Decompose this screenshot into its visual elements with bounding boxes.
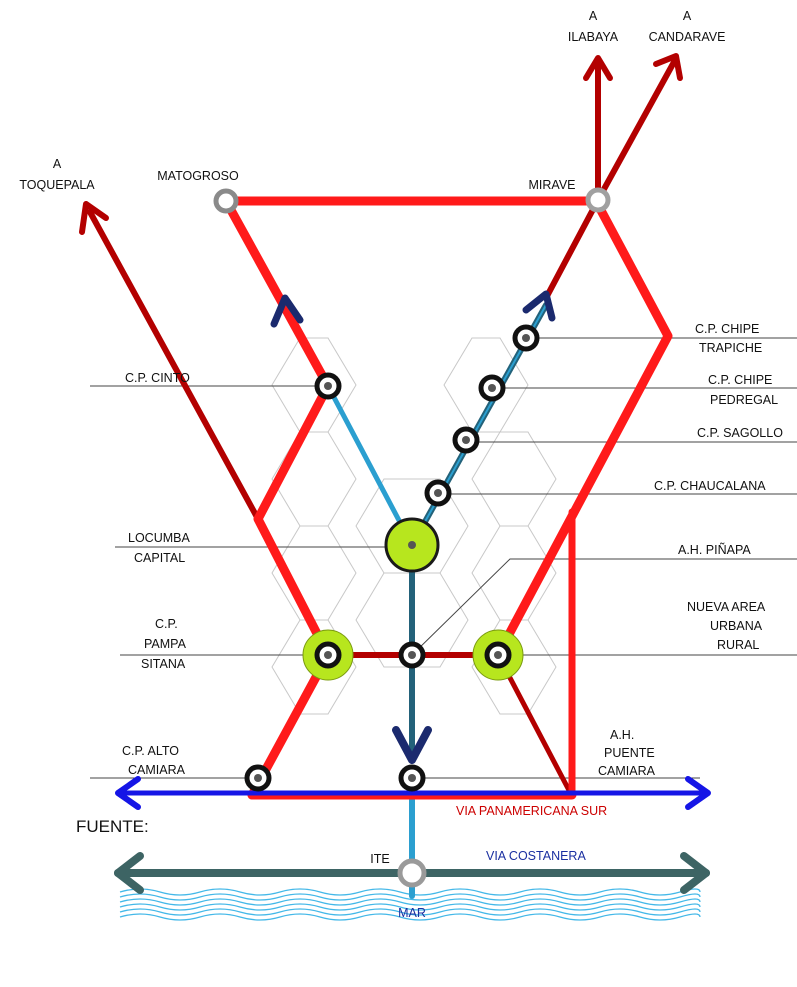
- cp-cinto-label: C.P. CINTO: [125, 371, 190, 385]
- hex-cell: [271, 619, 357, 715]
- cp-alto-camiara-node-icon: [244, 764, 272, 792]
- river-up-arrow-icon: [270, 294, 304, 328]
- hex-grid: [271, 337, 557, 715]
- labels: A ILABAYA A CANDARAVE A TOQUEPALA MATOGR…: [19, 9, 783, 920]
- nodes: [213, 187, 611, 888]
- mirave-node-icon: [585, 187, 611, 213]
- source-label: FUENTE:: [76, 817, 149, 836]
- nueva-area-label-line1: NUEVA AREA: [687, 600, 766, 614]
- cp-chipe-trapiche-label-line2: TRAPICHE: [699, 341, 762, 355]
- cp-chipe-trapiche-label-line1: C.P. CHIPE: [695, 322, 759, 336]
- mirave-label: MIRAVE: [529, 178, 576, 192]
- candarave-arrow-icon: [653, 53, 683, 81]
- cp-pampa-sitana-label-line1: C.P.: [155, 617, 178, 631]
- cp-sagollo-label: C.P. SAGOLLO: [697, 426, 783, 440]
- cp-chipe-pedregal-node-icon: [478, 374, 506, 402]
- ilabaya-label-line2: ILABAYA: [568, 30, 619, 44]
- ah-puente-camiara-label-line2: PUENTE: [604, 746, 655, 760]
- direction-arrows: [79, 53, 683, 764]
- cp-chaucalana-label: C.P. CHAUCALANA: [654, 479, 766, 493]
- sea-label: MAR: [398, 906, 426, 920]
- river-cinto-branch: [325, 383, 415, 548]
- cp-sagollo-node-icon: [452, 426, 480, 454]
- panamericana-arrow-left-icon: [115, 776, 141, 810]
- road-matogroso-loop: [221, 196, 673, 660]
- ite-label: ITE: [370, 852, 389, 866]
- road-mirave-upper: [543, 197, 601, 301]
- cp-alto-camiara-label-line2: CAMIARA: [128, 763, 186, 777]
- cp-chipe-pedregal-label-line1: C.P. CHIPE: [708, 373, 772, 387]
- panamericana-arrow-right-icon: [685, 776, 711, 810]
- ite-node-icon: [397, 858, 427, 888]
- nueva-area-node-icon: [484, 641, 512, 669]
- sea-waves: [119, 888, 701, 921]
- road-to-toquepala: [87, 209, 261, 522]
- via-panamericana-label: VIA PANAMERICANA SUR: [456, 804, 607, 818]
- cp-alto-camiara-label-line1: C.P. ALTO: [122, 744, 179, 758]
- leader-lines: [90, 337, 797, 779]
- toquepala-label-line2: TOQUEPALA: [19, 178, 95, 192]
- road-to-candarave: [595, 59, 677, 203]
- ilabaya-label-line1: A: [589, 9, 598, 23]
- matogroso-node-icon: [213, 188, 239, 214]
- cp-pampa-sitana-label-line2: PAMPA: [144, 637, 187, 651]
- hex-cell: [355, 572, 469, 668]
- nueva-area-label-line2: URBANA: [710, 619, 763, 633]
- nueva-area-label-line3: RURAL: [717, 638, 759, 652]
- road-matogroso-cinto: [221, 196, 333, 800]
- river-down-arrow-icon: [392, 726, 432, 764]
- cp-chipe-pedregal-label-line2: PEDREGAL: [710, 393, 778, 407]
- river-upper-arrow-icon: [522, 290, 556, 322]
- hex-cell: [271, 431, 357, 527]
- ah-pinapa-node-icon: [398, 641, 426, 669]
- leader-ah-pinapa: [411, 558, 797, 656]
- ah-pinapa-label: A.H. PIÑAPA: [678, 543, 751, 557]
- ah-puente-camiara-label-line1: A.H.: [610, 728, 634, 742]
- locumba-capital-node-center: [408, 541, 416, 549]
- toquepala-arrow-icon: [79, 201, 109, 235]
- cp-chaucalana-node-icon: [424, 479, 452, 507]
- locumba-capital-label-line1: LOCUMBA: [128, 531, 190, 545]
- road-nueva-area-puente: [495, 652, 575, 799]
- costanera-arrow-left-icon: [114, 852, 144, 894]
- cp-cinto-node-icon: [314, 372, 342, 400]
- cp-pampa-sitana-label-line3: SITANA: [141, 657, 186, 671]
- locumba-capital-label-line2: CAPITAL: [134, 551, 185, 565]
- toquepala-label-line1: A: [53, 157, 62, 171]
- ah-puente-camiara-node-icon: [398, 764, 426, 792]
- candarave-label-line2: CANDARAVE: [649, 30, 726, 44]
- hex-cell: [471, 431, 557, 527]
- via-costanera-label: VIA COSTANERA: [486, 849, 586, 863]
- matogroso-label: MATOGROSO: [157, 169, 239, 183]
- ah-puente-camiara-label-line3: CAMIARA: [598, 764, 656, 778]
- cp-pampa-sitana-node-icon: [314, 641, 342, 669]
- costanera-arrow-right-icon: [680, 852, 710, 894]
- ilabaya-arrow-icon: [583, 55, 613, 81]
- cp-chipe-trapiche-node-icon: [512, 324, 540, 352]
- candarave-label-line1: A: [683, 9, 692, 23]
